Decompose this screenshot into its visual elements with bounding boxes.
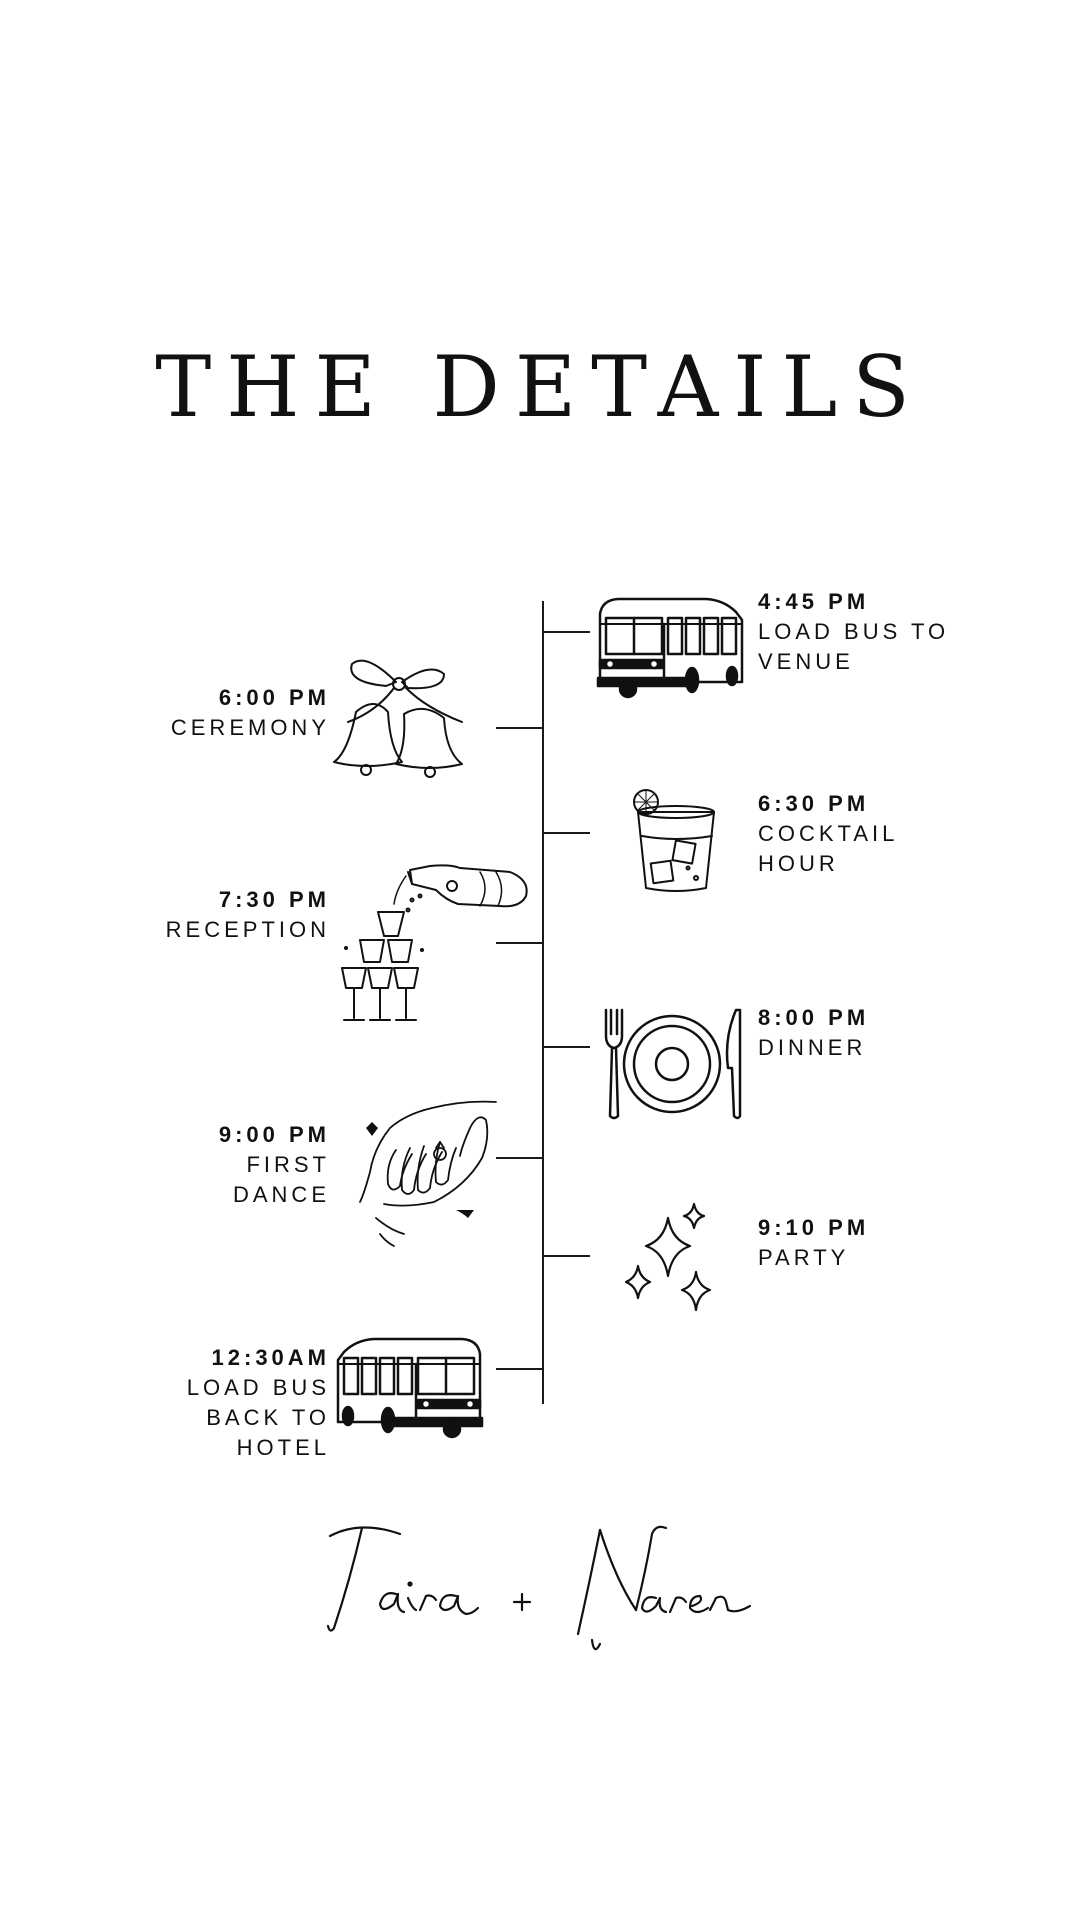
signature <box>300 1510 780 1660</box>
event-time: 12:30AM <box>211 1345 330 1370</box>
wedding-bells-icon <box>326 652 472 780</box>
event-time: 8:00 PM <box>758 1005 870 1030</box>
timeline-event-first-dance: 9:00 PM FIRST DANCE <box>219 1120 330 1210</box>
timeline-event-dinner: 8:00 PM DINNER <box>758 1003 869 1063</box>
timeline-axis <box>542 601 544 1404</box>
event-time: 6:30 PM <box>758 791 870 816</box>
timeline-tick <box>496 942 542 944</box>
sparkles-icon <box>624 1202 714 1318</box>
champagne-tower-icon <box>340 860 530 1030</box>
event-label-line: FIRST <box>246 1152 330 1177</box>
event-label: FIRST DANCE <box>219 1150 330 1210</box>
timeline-tick <box>544 631 590 633</box>
event-label: COCKTAIL HOUR <box>758 819 898 879</box>
event-time: 9:00 PM <box>218 1122 330 1147</box>
event-label: RECEPTION <box>166 915 330 945</box>
event-label-line: RECEPTION <box>165 917 330 942</box>
bus-icon <box>334 1334 484 1444</box>
event-label-line: LOAD BUS TO <box>758 619 950 644</box>
bus-icon <box>596 594 746 704</box>
timeline-tick <box>544 832 590 834</box>
timeline-event-load-bus-back-to-hotel: 12:30AM LOAD BUS BACK TO HOTEL <box>187 1343 330 1463</box>
timeline-tick <box>496 1368 542 1370</box>
cocktail-glass-icon <box>626 789 726 896</box>
event-label: DINNER <box>758 1033 869 1063</box>
event-label-line: DANCE <box>232 1182 330 1207</box>
event-label-line: VENUE <box>758 649 854 674</box>
event-time: 9:10 PM <box>758 1215 870 1240</box>
timeline-event-load-bus-to-venue: 4:45 PM LOAD BUS TO VENUE <box>758 587 949 677</box>
event-time: 7:30 PM <box>218 887 330 912</box>
event-label-line: BACK TO <box>206 1405 330 1430</box>
event-label: LOAD BUS TO VENUE <box>758 617 949 677</box>
timeline-event-cocktail-hour: 6:30 PM COCKTAIL HOUR <box>758 789 898 879</box>
event-label-line: PARTY <box>758 1245 850 1270</box>
timeline-event-ceremony: 6:00 PM CEREMONY <box>171 683 330 743</box>
timeline-tick <box>496 727 542 729</box>
holding-hands-ring-icon <box>356 1098 498 1247</box>
event-label: CEREMONY <box>171 713 330 743</box>
timeline-tick <box>544 1255 590 1257</box>
page-title: THE DETAILS <box>155 338 925 436</box>
event-label: LOAD BUS BACK TO HOTEL <box>187 1373 330 1463</box>
timeline-event-reception: 7:30 PM RECEPTION <box>166 885 330 945</box>
event-label-line: LOAD BUS <box>186 1375 330 1400</box>
timeline-tick <box>496 1157 542 1159</box>
event-label-line: HOTEL <box>236 1435 330 1460</box>
event-label-line: DINNER <box>758 1035 867 1060</box>
event-label-line: HOUR <box>758 851 839 876</box>
plate-fork-knife-icon <box>604 1008 742 1120</box>
event-label: PARTY <box>758 1243 869 1273</box>
timeline-event-party: 9:10 PM PARTY <box>758 1213 869 1273</box>
event-label-line: CEREMONY <box>170 715 330 740</box>
event-time: 4:45 PM <box>758 589 870 614</box>
event-label-line: COCKTAIL <box>758 821 899 846</box>
timeline-tick <box>544 1046 590 1048</box>
event-time: 6:00 PM <box>218 685 330 710</box>
